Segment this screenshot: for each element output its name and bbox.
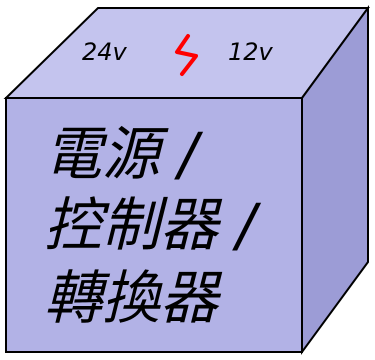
front-line-power: 電源 / [44, 120, 203, 188]
voltage-in-label: 24v [82, 38, 128, 66]
front-line-converter: 轉換器 [44, 264, 223, 332]
voltage-out-label: 12v [228, 38, 274, 66]
cube-front-face [5, 97, 303, 353]
lightning-bolt-icon [175, 34, 198, 76]
front-line-controller: 控制器 / [44, 191, 261, 259]
